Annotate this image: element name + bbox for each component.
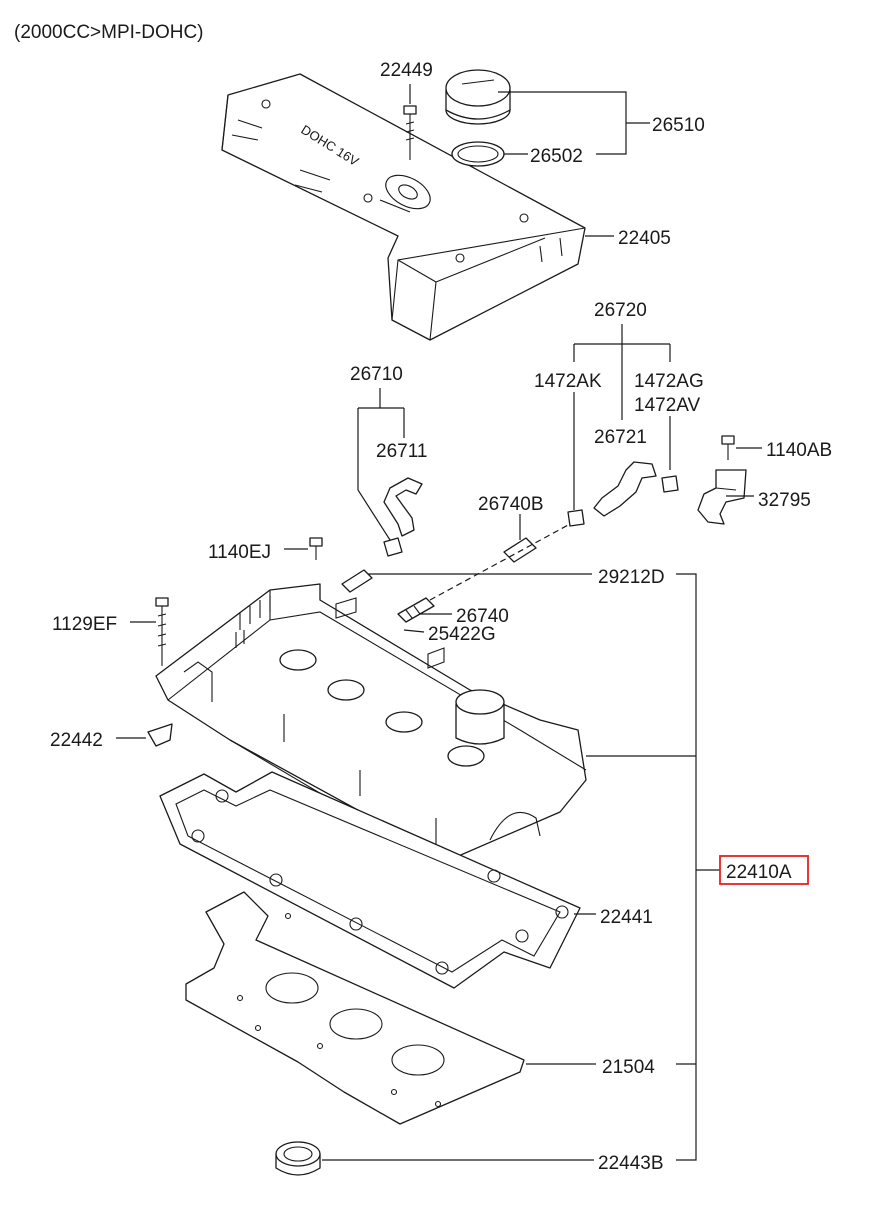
- hose-clip-1472AG: [661, 475, 679, 493]
- engine-cover-22405: DOHC 16V: [221, 73, 586, 341]
- label-22410A[interactable]: 22410A: [726, 862, 792, 883]
- label-26740: 26740: [456, 606, 509, 627]
- label-26510: 26510: [652, 115, 705, 136]
- hose-clip-1472AK: [567, 509, 585, 527]
- label-1140AB: 1140AB: [766, 440, 832, 461]
- label-25422G: 25422G: [428, 624, 496, 645]
- plug-22443B: [275, 1141, 321, 1176]
- label-22442: 22442: [50, 730, 103, 751]
- label-1472AV: 1472AV: [634, 395, 701, 416]
- label-32795: 32795: [758, 490, 811, 511]
- bolt-1140AB: [721, 435, 735, 460]
- plate-gasket-21504: [185, 891, 525, 1125]
- hose-26711: [383, 477, 423, 537]
- bolt-22449: [403, 105, 417, 160]
- label-22441: 22441: [600, 907, 653, 928]
- bolt-1129EF: [155, 597, 169, 666]
- oil-filler-cap-26510: [445, 69, 511, 125]
- pcv-nipple-29212D: [341, 569, 373, 593]
- label-1129EF: 1129EF: [52, 614, 117, 635]
- diagram-header: (2000CC>MPI-DOHC): [14, 22, 204, 43]
- hose-26721: [593, 461, 657, 517]
- cover-gasket-22441: [159, 771, 581, 989]
- label-1140EJ: 1140EJ: [208, 542, 271, 563]
- label-1472AG: 1472AG: [634, 371, 704, 392]
- label-21504: 21504: [602, 1057, 655, 1078]
- label-1472AK: 1472AK: [534, 371, 602, 392]
- label-26502: 26502: [530, 146, 583, 167]
- tube-26740B: [503, 537, 537, 563]
- hose-clip-26711: [383, 537, 403, 557]
- label-22443B: 22443B: [598, 1153, 664, 1174]
- label-26710: 26710: [350, 364, 403, 385]
- half-moon-seal-22442: [147, 723, 173, 747]
- label-26740B: 26740B: [478, 494, 544, 515]
- label-22449: 22449: [380, 60, 433, 81]
- label-26721: 26721: [594, 427, 647, 448]
- label-29212D: 29212D: [598, 567, 665, 588]
- label-26720: 26720: [594, 300, 647, 321]
- highlight-box-22410A: [719, 855, 809, 885]
- label-26711: 26711: [376, 441, 427, 462]
- label-22405: 22405: [618, 228, 671, 249]
- bracket-32795: [697, 469, 747, 525]
- cap-gasket-26502: [451, 141, 505, 167]
- bolt-1140EJ: [309, 537, 323, 560]
- tube-26740: [397, 597, 435, 623]
